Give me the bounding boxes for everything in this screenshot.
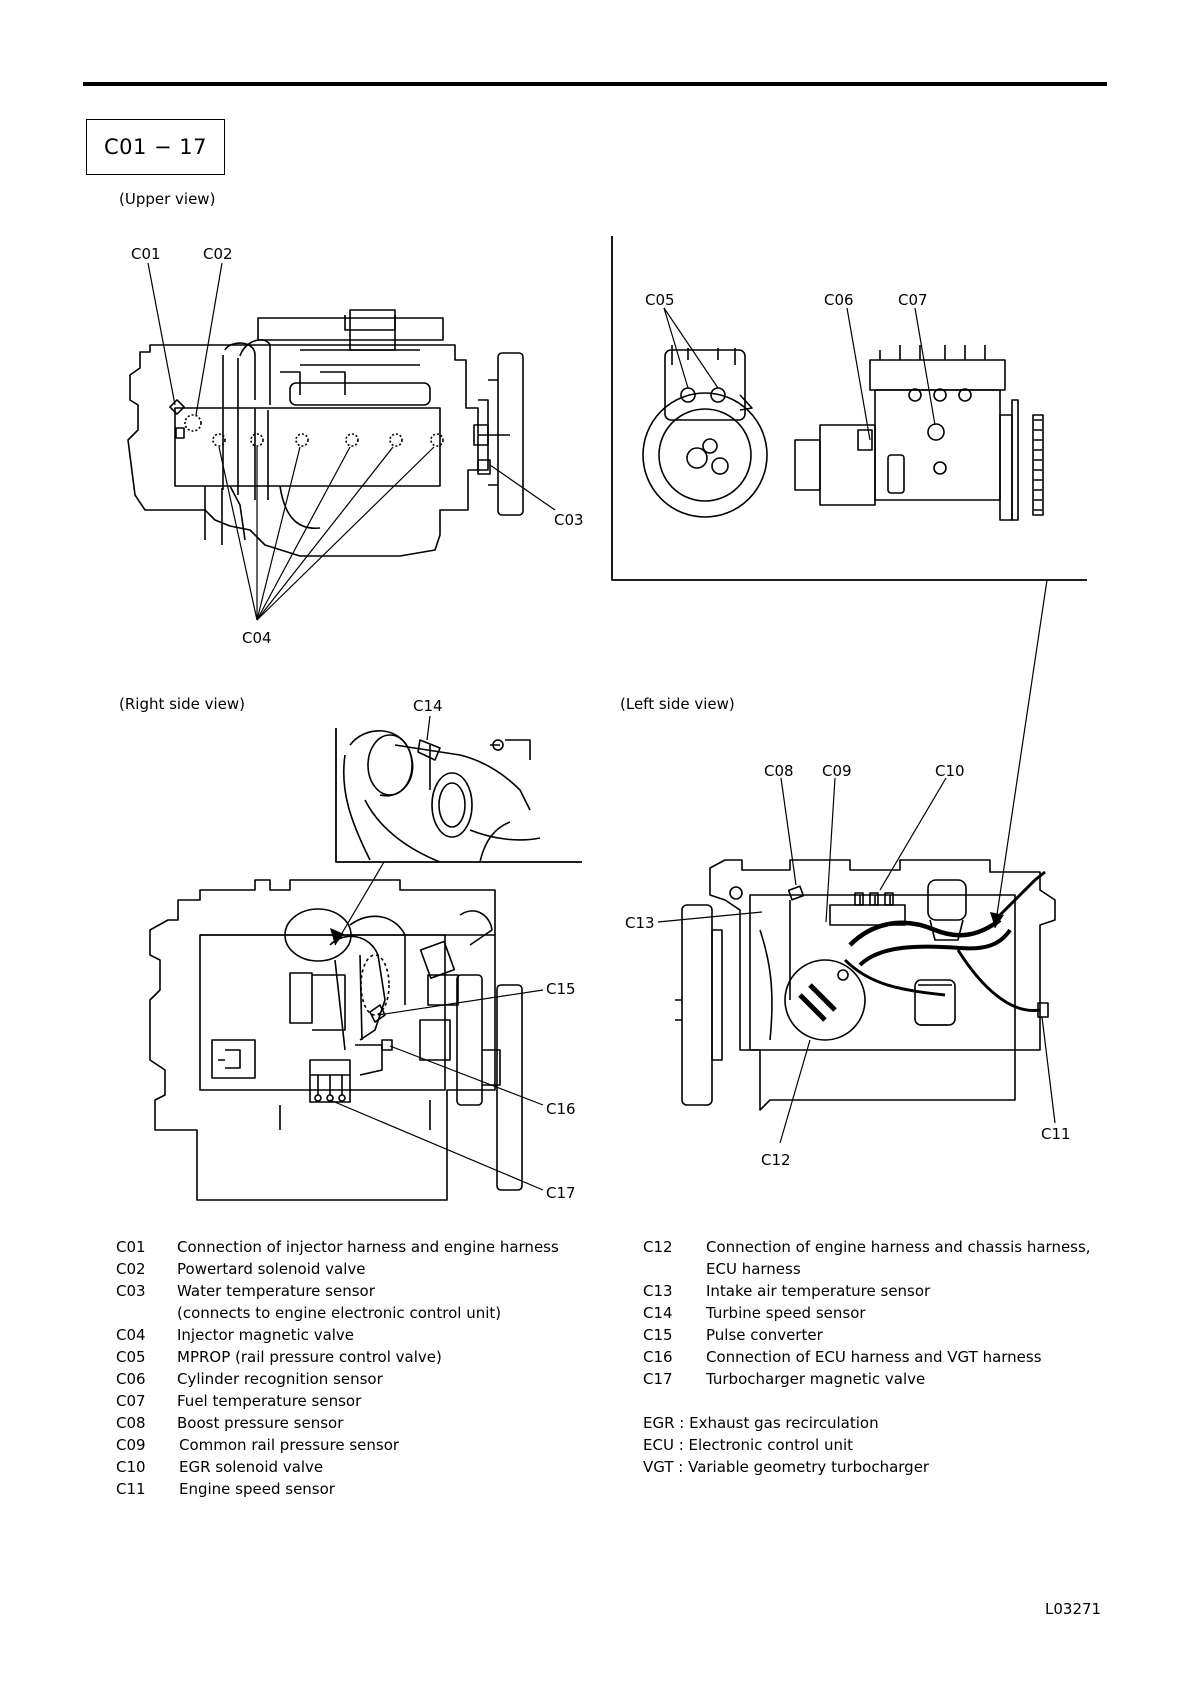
callout-c14: C14 [413,697,443,715]
legend-code: C14 [643,1304,673,1322]
legend-code: C03 [116,1282,146,1300]
legend-desc: Fuel temperature sensor [177,1392,362,1410]
callout-c12: C12 [761,1151,791,1169]
legend-code: C10 [116,1458,146,1476]
callout-c08: C08 [764,762,794,780]
left-side-view-label: (Left side view) [620,695,735,713]
callout-c05: C05 [645,291,675,309]
page-title: C01 − 17 [86,119,225,175]
legend-desc: Connection of engine harness and chassis… [706,1238,1091,1256]
abbreviation: VGT : Variable geometry turbocharger [643,1458,930,1476]
legend-code: C08 [116,1414,146,1432]
legend-code: C06 [116,1370,146,1388]
legend-desc: Turbine speed sensor [706,1304,866,1322]
legend-code: C16 [643,1348,673,1366]
callout-c03: C03 [554,511,584,529]
legend-desc: Connection of ECU harness and VGT harnes… [706,1348,1042,1366]
document-code: L03271 [1045,1600,1102,1618]
top-rule [83,82,1107,86]
callout-c16: C16 [546,1100,576,1118]
pump-detail-inset [611,236,1087,581]
legend-code: C13 [643,1282,673,1300]
legend-desc: Intake air temperature sensor [706,1282,931,1300]
right-side-view-label: (Right side view) [119,695,246,713]
legend-code: C12 [643,1238,673,1256]
legend-desc: Injector magnetic valve [177,1326,355,1344]
right-side-view-engine [149,879,523,1201]
legend-code: C01 [116,1238,146,1256]
arrowheads [330,912,1004,945]
upper-view-engine [127,309,524,557]
legend-code: C15 [643,1326,673,1344]
legend-desc: Connection of injector harness and engin… [177,1238,559,1256]
upper-view-label: (Upper view) [119,190,216,208]
legend-desc: (connects to engine electronic control u… [177,1304,502,1322]
abbreviation: ECU : Electronic control unit [643,1436,854,1454]
legend-desc: Powertard solenoid valve [177,1260,366,1278]
legend-code: C07 [116,1392,146,1410]
legend-code: C05 [116,1348,146,1366]
legend-code: C04 [116,1326,146,1344]
callout-c06: C06 [824,291,854,309]
callout-c10: C10 [935,762,965,780]
left-side-view-engine [675,859,1056,1111]
callout-c01: C01 [131,245,161,263]
legend-code: C02 [116,1260,146,1278]
callout-c09: C09 [822,762,852,780]
callout-c07: C07 [898,291,928,309]
legend-desc: Boost pressure sensor [177,1414,344,1432]
callout-c15: C15 [546,980,576,998]
abbreviation: EGR : Exhaust gas recirculation [643,1414,879,1432]
callout-c02: C02 [203,245,233,263]
legend-desc: Cylinder recognition sensor [177,1370,383,1388]
callout-c04: C04 [242,629,272,647]
legend-desc: Engine speed sensor [179,1480,335,1498]
leader-lines [147,262,1056,1191]
callout-c17: C17 [546,1184,576,1202]
legend-code: C11 [116,1480,146,1498]
turbo-detail-inset [335,728,582,863]
legend-desc: Water temperature sensor [177,1282,375,1300]
callout-c13: C13 [625,914,655,932]
legend-desc: MPROP (rail pressure control valve) [177,1348,442,1366]
legend-desc: ECU harness [706,1260,801,1278]
legend-desc: EGR solenoid valve [179,1458,324,1476]
callout-c11: C11 [1041,1125,1071,1143]
legend-code: C09 [116,1436,146,1454]
legend-code: C17 [643,1370,673,1388]
legend-desc: Pulse converter [706,1326,823,1344]
legend-desc: Turbocharger magnetic valve [706,1370,926,1388]
legend-desc: Common rail pressure sensor [179,1436,400,1454]
